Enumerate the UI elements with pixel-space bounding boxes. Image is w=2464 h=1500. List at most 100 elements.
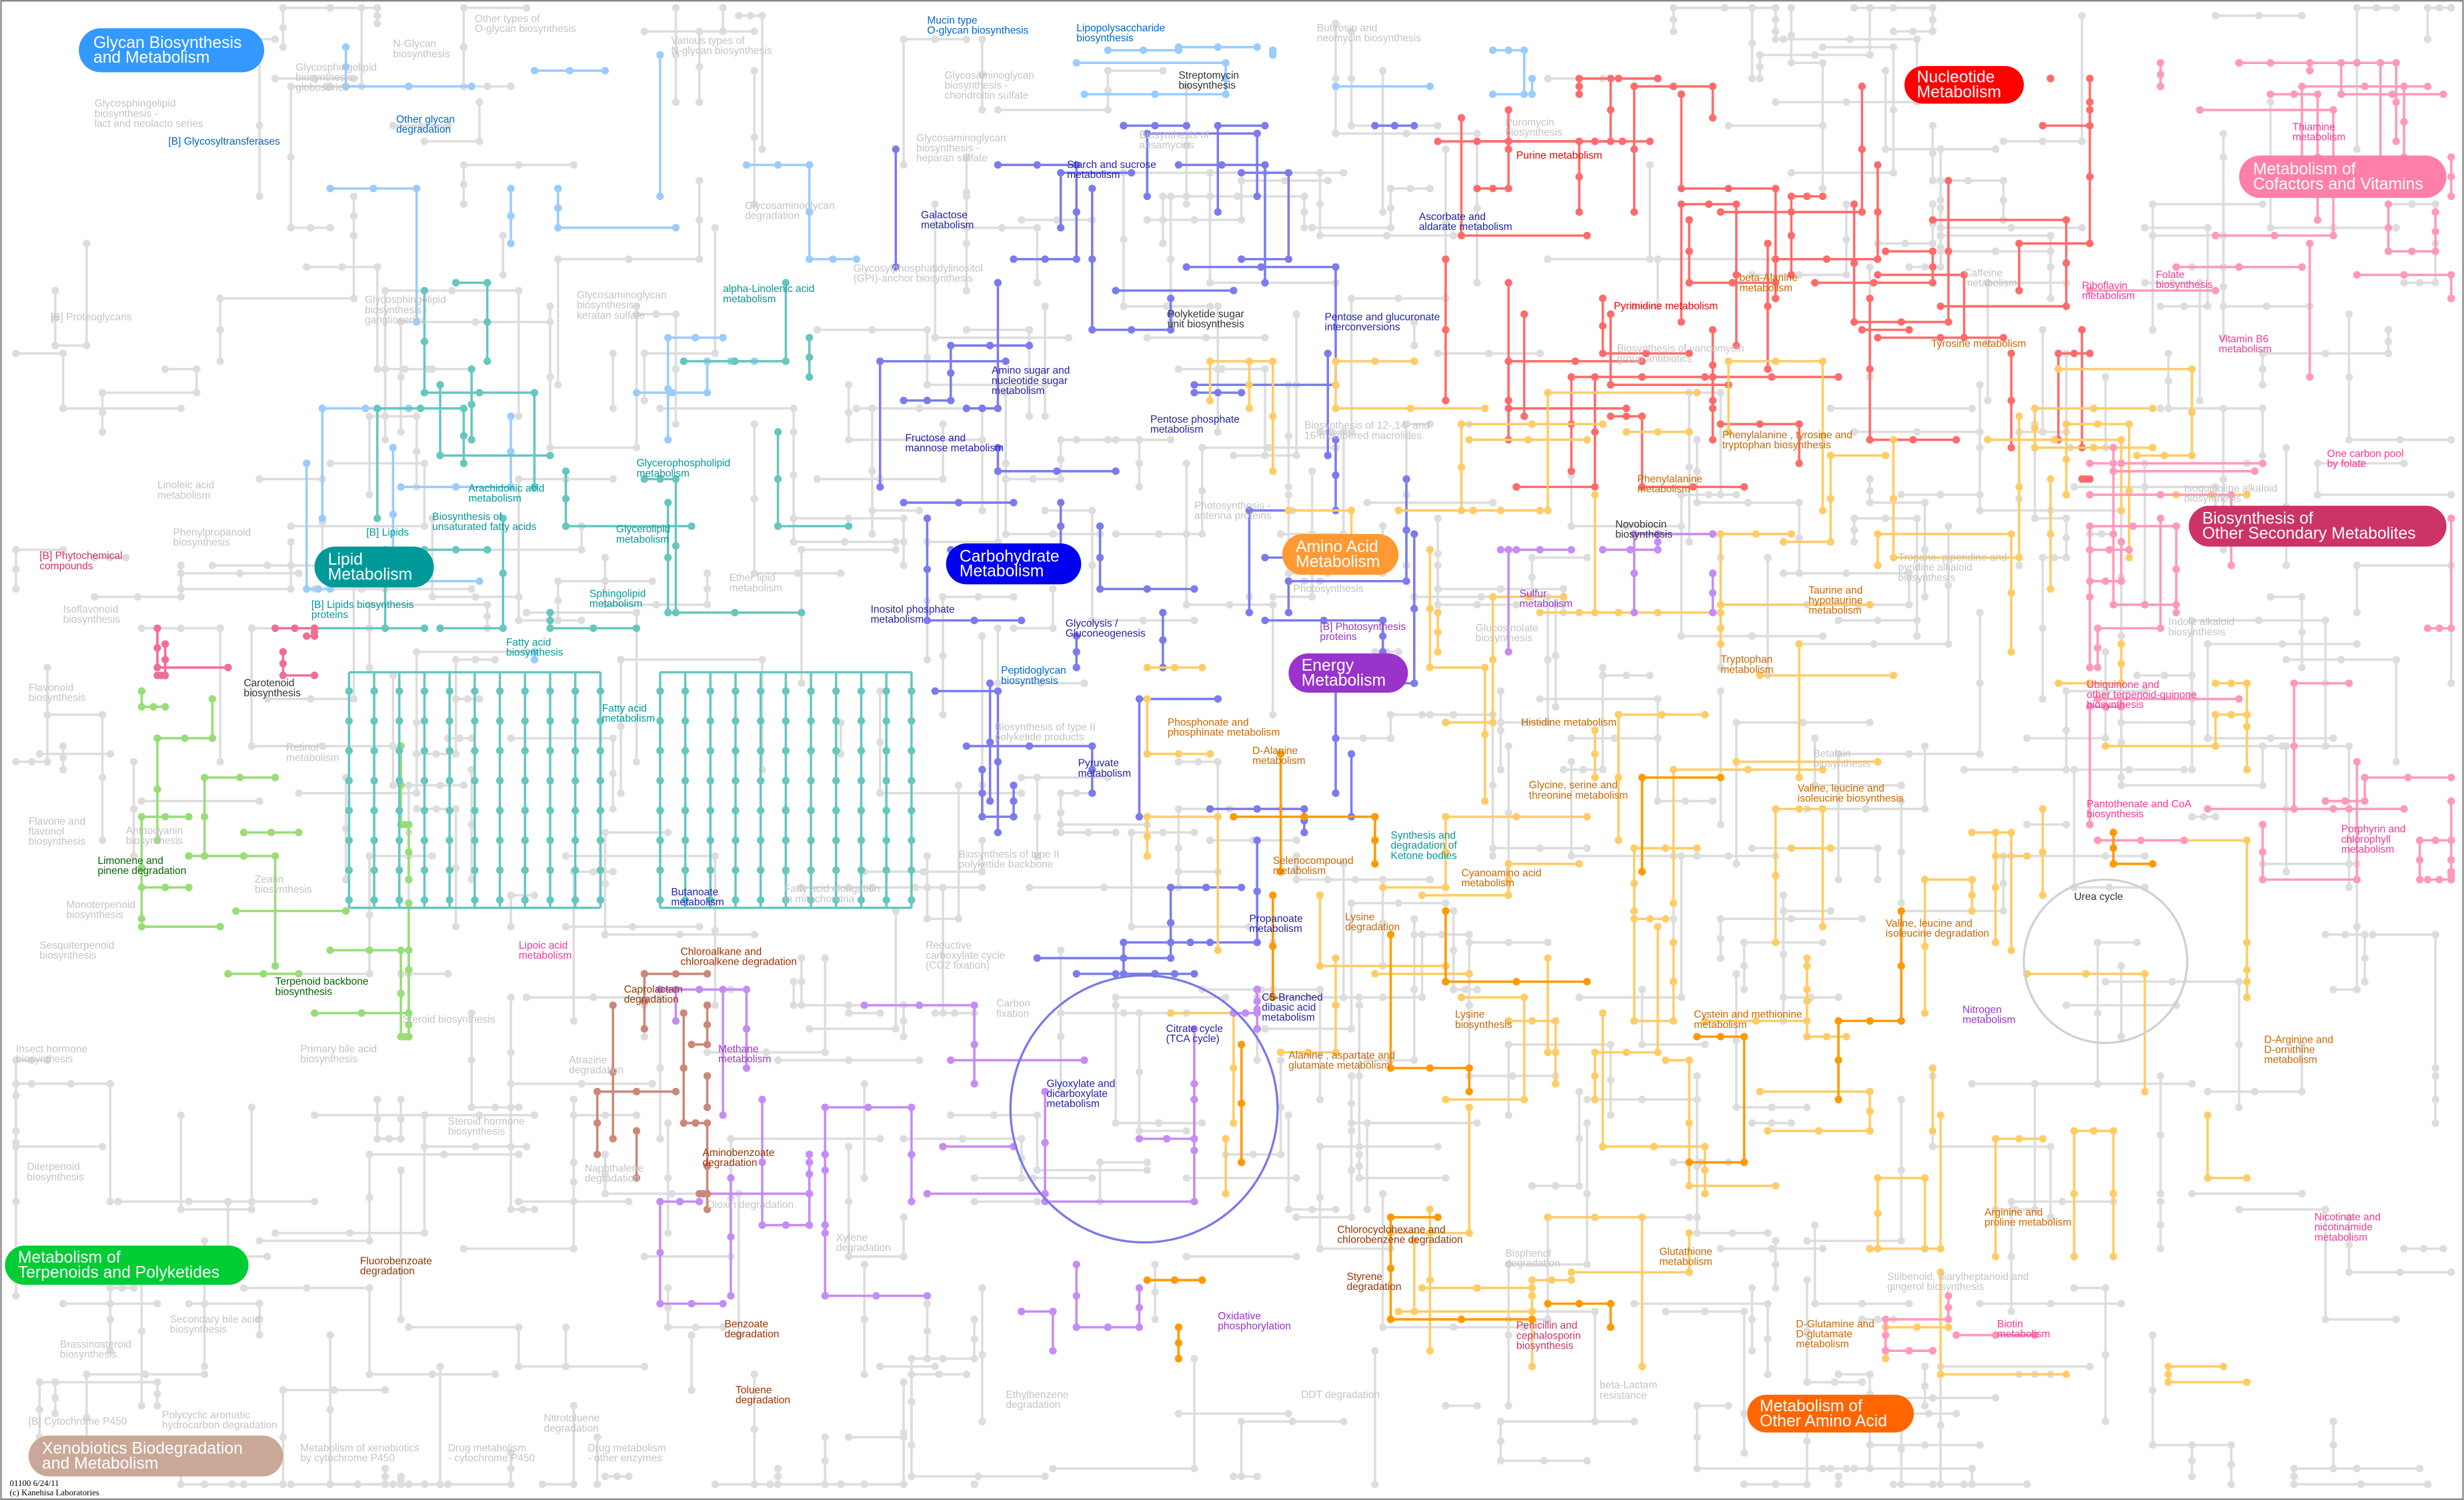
compound-node[interactable] (1088, 255, 1096, 263)
compound-node[interactable] (1088, 507, 1096, 515)
compound-node[interactable] (656, 777, 664, 785)
compound-node[interactable] (2188, 616, 2196, 625)
compound-node[interactable] (1583, 553, 1591, 562)
compound-node[interactable] (1202, 333, 1210, 342)
compound-node[interactable] (2267, 593, 2275, 601)
compound-node[interactable] (208, 561, 217, 569)
compound-node[interactable] (1716, 389, 1724, 397)
compound-node[interactable] (1810, 279, 1819, 287)
compound-node[interactable] (1693, 1095, 1701, 1103)
compound-node[interactable] (844, 1433, 853, 1441)
compound-node[interactable] (365, 601, 373, 609)
compound-node[interactable] (247, 624, 255, 633)
compound-node[interactable] (193, 389, 201, 397)
compound-node[interactable] (1606, 412, 1614, 420)
compound-node[interactable] (43, 711, 51, 719)
compound-node[interactable] (1740, 962, 1748, 970)
compound-node[interactable] (1662, 1307, 1670, 1315)
compound-node[interactable] (860, 1260, 868, 1269)
compound-node[interactable] (59, 349, 67, 357)
compound-node[interactable] (1772, 98, 1780, 106)
compound-node[interactable] (499, 569, 507, 577)
compound-node[interactable] (546, 747, 554, 755)
compound-node[interactable] (1575, 860, 1583, 868)
compound-node[interactable] (774, 1465, 782, 1473)
compound-node[interactable] (782, 717, 790, 725)
compound-node[interactable] (1716, 663, 1724, 671)
compound-node[interactable] (994, 829, 1002, 837)
compound-node[interactable] (401, 821, 409, 829)
compound-node[interactable] (1041, 302, 1049, 311)
compound-node[interactable] (900, 499, 908, 507)
compound-node[interactable] (1088, 789, 1096, 797)
compound-node[interactable] (978, 1417, 986, 1425)
compound-node[interactable] (1960, 333, 1969, 342)
compound-node[interactable] (1610, 734, 1618, 742)
compound-node[interactable] (153, 624, 161, 633)
compound-node[interactable] (1704, 491, 1713, 499)
compound-node[interactable] (1822, 1033, 1830, 1041)
compound-node[interactable] (314, 585, 323, 593)
compound-node[interactable] (432, 805, 440, 813)
compound-node[interactable] (2219, 302, 2227, 311)
compound-node[interactable] (571, 807, 579, 815)
compound-node[interactable] (177, 1205, 185, 1213)
compound-node[interactable] (2105, 883, 2113, 891)
compound-node[interactable] (467, 365, 475, 373)
compound-node[interactable] (2227, 1441, 2235, 1449)
compound-node[interactable] (2345, 860, 2353, 868)
compound-node[interactable] (1057, 809, 1065, 817)
compound-node[interactable] (1591, 1072, 1599, 1080)
compound-node[interactable] (680, 1064, 688, 1072)
compound-node[interactable] (596, 717, 605, 725)
compound-node[interactable] (1991, 1331, 2000, 1339)
compound-node[interactable] (1316, 1193, 1324, 1202)
compound-node[interactable] (1426, 1064, 1434, 1072)
compound-node[interactable] (1583, 231, 1591, 240)
compound-node[interactable] (1379, 632, 1387, 640)
compound-node[interactable] (1473, 985, 1481, 993)
compound-node[interactable] (978, 632, 986, 640)
compound-node[interactable] (1583, 1095, 1591, 1103)
compound-node[interactable] (1756, 671, 1764, 679)
compound-node[interactable] (1598, 294, 1607, 303)
compound-node[interactable] (420, 747, 429, 755)
compound-node[interactable] (515, 161, 523, 169)
compound-node[interactable] (2369, 931, 2377, 939)
compound-node[interactable] (83, 341, 91, 349)
compound-node[interactable] (1496, 507, 1505, 515)
compound-node[interactable] (1410, 985, 1418, 993)
compound-node[interactable] (994, 443, 1002, 452)
compound-node[interactable] (1748, 39, 1756, 47)
compound-node[interactable] (263, 695, 271, 703)
compound-node[interactable] (43, 1056, 51, 1064)
compound-node[interactable] (413, 648, 421, 656)
compound-node[interactable] (757, 836, 765, 845)
compound-node[interactable] (1072, 1323, 1080, 1331)
compound-node[interactable] (1606, 1299, 1614, 1308)
compound-node[interactable] (2149, 1331, 2157, 1339)
compound-node[interactable] (857, 747, 866, 755)
compound-node[interactable] (420, 1229, 429, 1237)
compound-node[interactable] (908, 896, 916, 904)
compound-node[interactable] (750, 27, 758, 35)
compound-node[interactable] (1685, 1119, 1693, 1127)
compound-node[interactable] (1708, 326, 1717, 334)
compound-node[interactable] (2007, 589, 2015, 597)
compound-node[interactable] (1025, 883, 1034, 891)
compound-node[interactable] (596, 807, 605, 815)
compound-node[interactable] (882, 866, 890, 874)
compound-node[interactable] (1630, 145, 1638, 153)
compound-node[interactable] (1166, 294, 1175, 303)
compound-node[interactable] (1693, 467, 1701, 475)
compound-node[interactable] (962, 153, 970, 161)
compound-node[interactable] (389, 443, 397, 452)
compound-node[interactable] (345, 866, 353, 874)
compound-node[interactable] (1410, 357, 1418, 365)
compound-node[interactable] (2219, 475, 2227, 483)
compound-node[interactable] (1190, 1147, 1198, 1155)
